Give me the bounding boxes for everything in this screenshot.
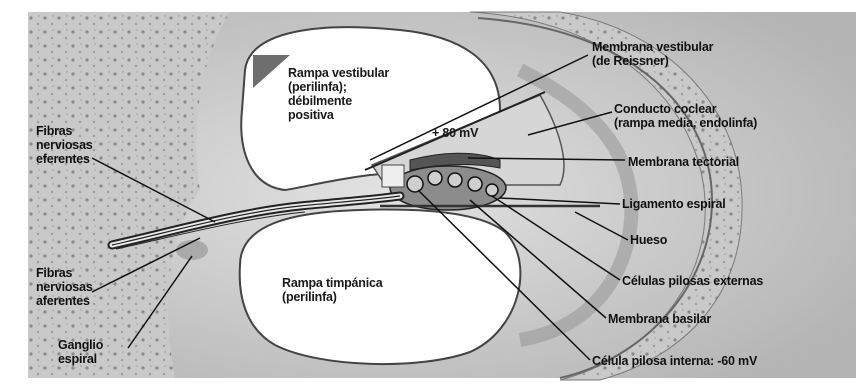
label-line: eferentes (36, 152, 93, 166)
label-line: (perilinfa); (288, 80, 389, 94)
label-rampa-timpanica: Rampa timpánica (perilinfa) (282, 276, 383, 304)
label-line: Ganglio (58, 338, 103, 352)
label-celula-pilosa-interna: Célula pilosa interna: -60 mV (592, 354, 757, 368)
label-rampa-vestibular: Rampa vestibular (perilinfa); débilmente… (288, 66, 389, 122)
label-ligamento-espiral: Ligamento espiral (622, 197, 726, 211)
label-fibras-aferentes: Fibras nerviosas aferentes (36, 266, 93, 308)
label-potential-80mv: + 80 mV (432, 126, 478, 140)
bottom-margin (0, 378, 856, 385)
label-ganglio-espiral: Ganglio espiral (58, 338, 103, 366)
label-line: Membrana vestibular (592, 40, 713, 54)
label-membrana-tectorial: Membrana tectorial (628, 155, 739, 169)
top-margin (0, 0, 856, 12)
label-conducto-coclear: Conducto coclear (rampa media, endolinfa… (614, 102, 757, 130)
label-celulas-pilosas-externas: Células pilosas externas (622, 274, 763, 288)
label-line: Fibras (36, 266, 93, 280)
label-line: Rampa timpánica (282, 276, 383, 290)
label-line: nerviosas (36, 138, 93, 152)
label-line: nerviosas (36, 280, 93, 294)
label-membrana-vestibular: Membrana vestibular (de Reissner) (592, 40, 713, 68)
label-line: Fibras (36, 124, 93, 138)
label-line: (rampa media, endolinfa) (614, 116, 757, 130)
label-membrana-basilar: Membrana basilar (608, 312, 711, 326)
label-line: débilmente (288, 94, 389, 108)
label-line: (perilinfa) (282, 290, 383, 304)
label-line: Rampa vestibular (288, 66, 389, 80)
label-line: aferentes (36, 294, 93, 308)
label-hueso: Hueso (630, 233, 667, 247)
label-line: Conducto coclear (614, 102, 757, 116)
label-line: positiva (288, 108, 389, 122)
left-margin (0, 0, 28, 385)
label-line: espiral (58, 352, 103, 366)
label-line: (de Reissner) (592, 54, 713, 68)
label-fibras-eferentes: Fibras nerviosas eferentes (36, 124, 93, 166)
